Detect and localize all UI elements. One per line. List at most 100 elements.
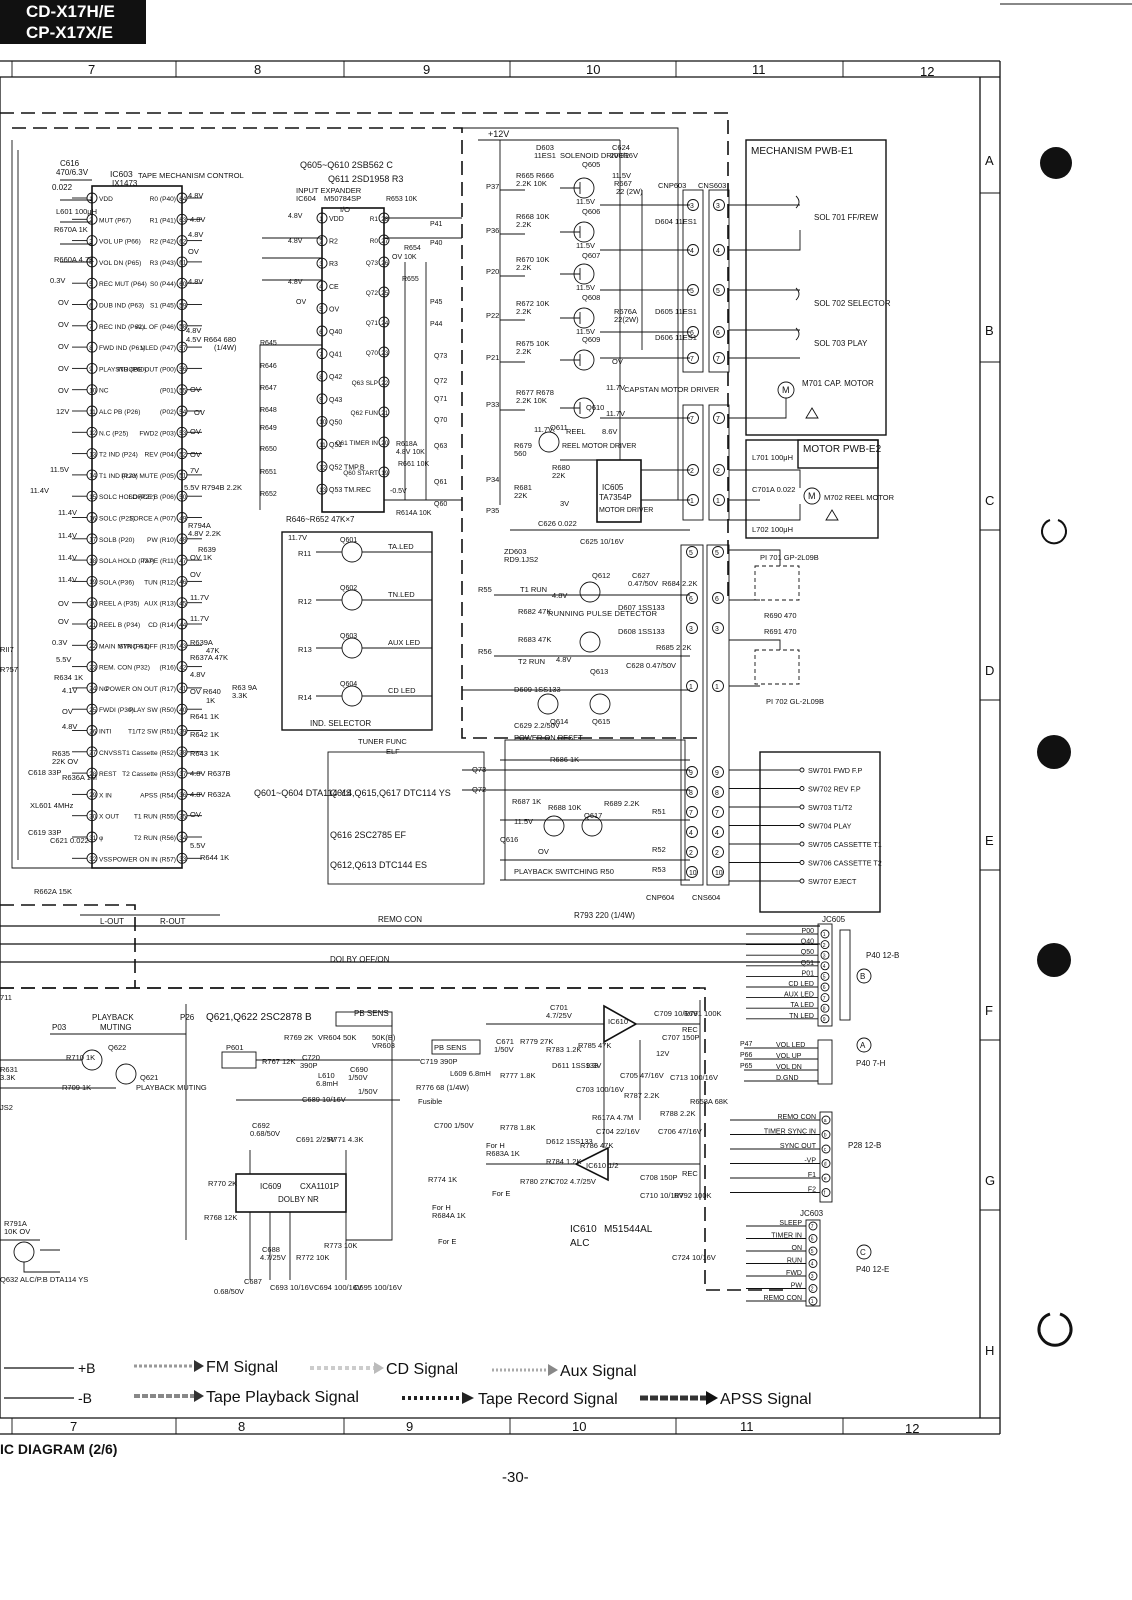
svg-text:3.3K: 3.3K	[0, 1073, 15, 1082]
svg-text:11.4V: 11.4V	[58, 508, 77, 517]
svg-text:11: 11	[319, 442, 326, 449]
svg-text:C629 2.2/50V: C629 2.2/50V	[514, 721, 560, 730]
vol-plug-label: P40 7-H	[856, 1059, 886, 1068]
svg-text:4.8V R637B: 4.8V R637B	[190, 769, 230, 778]
svg-text:SOLC (P21): SOLC (P21)	[99, 516, 135, 523]
svg-text:C694 100/16V: C694 100/16V	[314, 1283, 362, 1292]
binder-holes	[1037, 147, 1073, 1347]
svg-text:5: 5	[319, 306, 323, 313]
svg-text:47K: 47K	[206, 646, 219, 655]
svg-text:9: 9	[689, 770, 693, 777]
svg-text:Q72: Q72	[434, 378, 447, 385]
svg-text:Q53 TM.REC: Q53 TM.REC	[329, 487, 371, 494]
svg-text:C625 10/16V: C625 10/16V	[580, 537, 624, 546]
svg-text:FWDI (P30): FWDI (P30)	[99, 707, 134, 714]
svg-text:13: 13	[89, 451, 96, 458]
svg-text:R771 4.3K: R771 4.3K	[328, 1135, 363, 1144]
svg-text:R683A 1K: R683A 1K	[486, 1149, 520, 1158]
sol701-label: SOL 701 FF/REW	[814, 213, 879, 222]
svg-text:58: 58	[179, 324, 186, 331]
svg-text:Q60: Q60	[434, 501, 447, 508]
svg-text:11.4V: 11.4V	[58, 531, 77, 540]
switch-row: SW704 PLAY	[729, 822, 852, 831]
svg-text:OV 1K: OV 1K	[190, 553, 212, 562]
jc603-ref: JC603	[800, 1209, 824, 1218]
svg-text:1: 1	[689, 684, 693, 691]
svg-text:4: 4	[319, 284, 323, 291]
svg-text:C618 33P: C618 33P	[28, 768, 61, 777]
svg-text:D611 1SS133: D611 1SS133	[552, 1061, 598, 1070]
svg-text:APSS (R54): APSS (R54)	[140, 792, 176, 799]
svg-text:ALL OF (P46): ALL OF (P46)	[136, 324, 176, 331]
svg-text:φ: φ	[99, 835, 103, 842]
svg-text:4.8V: 4.8V	[188, 277, 203, 286]
svg-text:VOL DN (P65): VOL DN (P65)	[99, 260, 141, 267]
svg-text:C705 47/16V: C705 47/16V	[620, 1071, 664, 1080]
svg-text:SORCE B (P06): SORCE B (P06)	[128, 494, 176, 501]
svg-text:R786 47K: R786 47K	[580, 1141, 613, 1150]
legend: +B -B FM Signal Tape Playback Signal CD …	[4, 1359, 812, 1408]
svg-text:REC: REC	[682, 1025, 698, 1034]
svg-text:9: 9	[715, 770, 719, 777]
legend-plus-b: +B	[78, 1360, 96, 1376]
switch-row: SW706 CASSETTE T2	[729, 859, 882, 868]
svg-text:4.8V: 4.8V	[186, 326, 201, 335]
switch-row: SW705 CASSETTE T1	[729, 840, 882, 849]
legend-tape-rec-arrow	[402, 1392, 474, 1404]
legend-tape-rec: Tape Record Signal	[478, 1391, 618, 1408]
svg-text:R685 2.2K: R685 2.2K	[656, 643, 691, 652]
svg-text:22: 22	[381, 380, 388, 387]
svg-text:VOL DN: VOL DN	[776, 1064, 802, 1071]
svg-text:OV: OV	[58, 617, 69, 626]
svg-text:PB SENS: PB SENS	[434, 1043, 467, 1052]
legend-tape-pb: Tape Playback Signal	[206, 1389, 359, 1406]
playback-muting-label: PLAYBACK MUTING	[136, 1083, 207, 1092]
svg-text:REC: REC	[682, 1169, 698, 1178]
svg-text:XL601 4MHz: XL601 4MHz	[30, 801, 74, 810]
cnp603-label: CNP603	[658, 181, 686, 190]
jc603-line: PW2	[746, 1283, 818, 1293]
driver-transistor	[560, 397, 595, 419]
svg-text:Q61 TIMER IN: Q61 TIMER IN	[335, 440, 378, 447]
mechanism-pwb-title: MECHANISM PWB-E1	[751, 146, 854, 157]
svg-text:F2: F2	[808, 1187, 816, 1194]
svg-text:R654: R654	[404, 245, 421, 252]
svg-text:3.3K: 3.3K	[232, 691, 247, 700]
svg-text:33: 33	[179, 856, 186, 863]
col-label-11-top: 11	[752, 62, 766, 77]
svg-text:C689 10/16V: C689 10/16V	[302, 1095, 346, 1104]
svg-text:17: 17	[89, 537, 96, 544]
svg-text:4: 4	[690, 248, 694, 255]
svg-text:23: 23	[89, 664, 96, 671]
col-label-10-top: 10	[586, 62, 600, 77]
svg-text:R617A 4.7M: R617A 4.7M	[592, 1113, 633, 1122]
svg-text:44: 44	[179, 622, 186, 629]
vol-line: VOL DN	[744, 1064, 818, 1071]
svg-text:Q41: Q41	[329, 352, 342, 359]
svg-text:OV: OV	[612, 357, 623, 366]
svg-text:R776 68 (1/4W): R776 68 (1/4W)	[416, 1083, 469, 1092]
svg-text:1: 1	[716, 498, 720, 505]
svg-text:IC610: IC610	[608, 1017, 628, 1026]
svg-text:41: 41	[179, 686, 186, 693]
svg-text:11.5V: 11.5V	[576, 197, 595, 206]
svg-text:Q614: Q614	[550, 717, 568, 726]
svg-text:Q40: Q40	[801, 939, 814, 946]
svg-text:C621 0.022: C621 0.022	[50, 836, 89, 845]
svg-text:L610: L610	[318, 1071, 335, 1080]
svg-text:P37: P37	[486, 182, 499, 191]
